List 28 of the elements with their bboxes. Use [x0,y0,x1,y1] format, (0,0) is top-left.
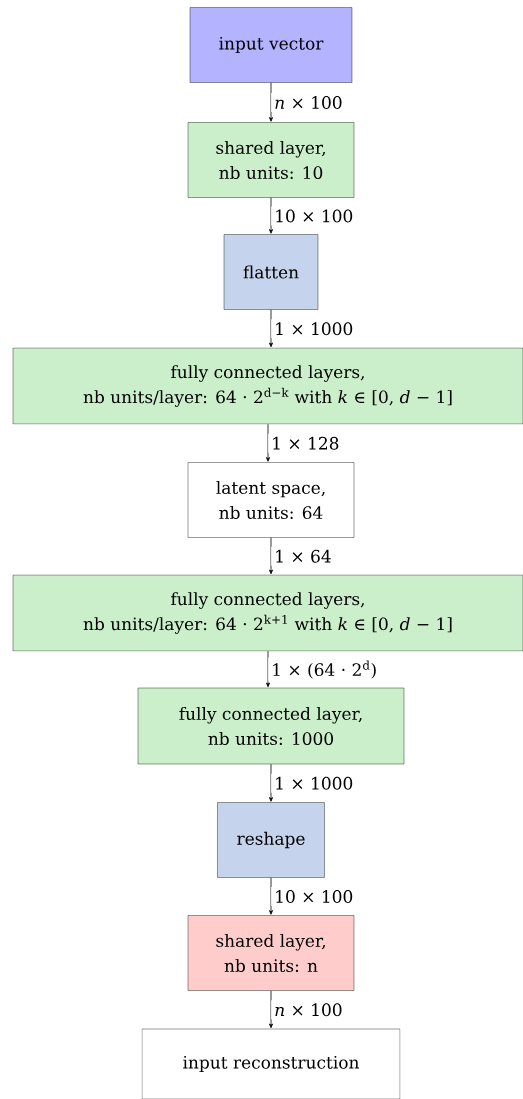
layer-box: shared layer, nb units: n [187,915,355,991]
edge-label: 10 × 100 [271,887,357,906]
arrow [269,537,273,575]
arrow [269,197,273,234]
input-box: input vector [189,7,353,83]
arrow [269,763,273,802]
edge-label: n × 100 [271,93,346,112]
arrow [269,877,273,915]
layer-box: fully connected layers, nb units/layer: 64 · 2$^{k+1}$ with k ∈ [0, d − 1] [12,574,523,652]
arrow [266,423,270,462]
layer-box: fully connected layer, nb units: 1000 [137,687,405,765]
edge-label: 1 × 128 [268,433,343,453]
arrow [269,309,273,348]
layer-box: flatten [223,234,319,310]
edge-label: 1 × 1000 [271,773,357,793]
layer-box: shared layer, nb units: 10 [187,122,355,198]
arrow [269,990,273,1029]
layer-box: reshape [217,802,325,878]
layer-box: fully connected layers, nb units/layer: 64 · 2$^{d−k}$ with k ∈ [0, d− 1] [12,347,523,425]
latent-box: latent space, nb units: 64 [187,462,355,538]
output-box: input reconstruction [141,1028,401,1099]
arrow [269,82,273,122]
arrow [266,650,270,688]
edge-label: 1 × (64 · 2$^{d}$) [268,657,381,682]
edge-label: 1 × 64 [271,546,335,566]
edge-label: n × 100 [271,1000,346,1020]
edge-label: 1 × 1000 [271,319,357,339]
edge-label: 10 × 100 [271,206,357,226]
